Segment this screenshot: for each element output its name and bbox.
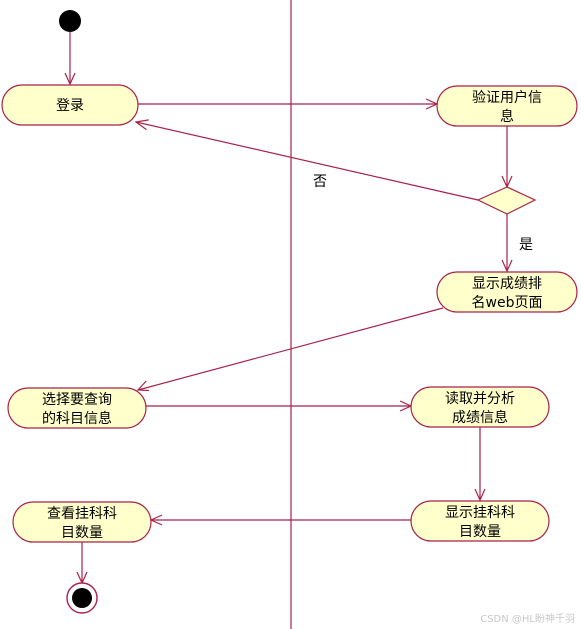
activity-read-analyze-label-2: 成绩信息 [452, 409, 508, 426]
activity-show-subject-count: 显示挂科科 目数量 [410, 500, 550, 542]
activity-select-subject-label-1: 选择要查询 [42, 392, 112, 408]
activity-show-ranking-label-1: 显示成绩排 [472, 276, 542, 292]
activity-login: 登录 [1, 84, 139, 126]
start-node [59, 10, 81, 32]
activity-verify-user: 验证用户信 息 [436, 85, 578, 127]
activity-view-subject-count-label-1: 查看挂科科 [47, 506, 117, 522]
activity-view-subject-count-label-2: 目数量 [61, 525, 103, 541]
arrowhead-decision-login [134, 119, 149, 131]
guard-yes-label: 是 [519, 237, 533, 253]
activity-verify-user-label-2: 息 [500, 108, 514, 125]
end-node [66, 582, 98, 614]
activity-show-ranking: 显示成绩排 名web页面 [436, 271, 578, 313]
arrowhead-read-showcount [474, 488, 486, 502]
activity-read-analyze: 读取并分析 成绩信息 [410, 386, 550, 428]
activity-show-ranking-label-2: 名web页面 [472, 295, 543, 311]
activity-show-subject-count-label-2: 目数量 [459, 524, 501, 540]
activity-verify-user-label-1: 验证用户信 [472, 89, 542, 106]
activity-read-analyze-label-1: 读取并分析 [445, 390, 515, 407]
activity-show-ranking-shape [436, 271, 578, 313]
guard-no-label: 否 [313, 174, 327, 190]
arrowhead-decision-ranking [501, 259, 513, 273]
activity-login-shape [1, 84, 139, 126]
edge-decision-login [135, 121, 479, 201]
activity-select-subject: 选择要查询 的科目信息 [7, 387, 147, 429]
activity-view-subject-count: 查看挂科科 目数量 [12, 501, 152, 543]
activity-show-subject-count-shape [410, 500, 550, 542]
activity-select-subject-label-2: 的科目信息 [42, 410, 112, 427]
arrowhead-ranking-select [136, 380, 149, 392]
watermark: CSDN @HL盼神千羽 [480, 614, 575, 625]
activity-select-subject-shape [7, 387, 147, 429]
edge-ranking-select [137, 307, 444, 391]
activity-show-subject-count-label-1: 显示挂科科 [445, 505, 515, 521]
arrowhead-start-login [64, 72, 76, 86]
end-node-core [72, 588, 92, 608]
activity-login-label: 登录 [56, 98, 84, 114]
decision-node [476, 186, 537, 215]
